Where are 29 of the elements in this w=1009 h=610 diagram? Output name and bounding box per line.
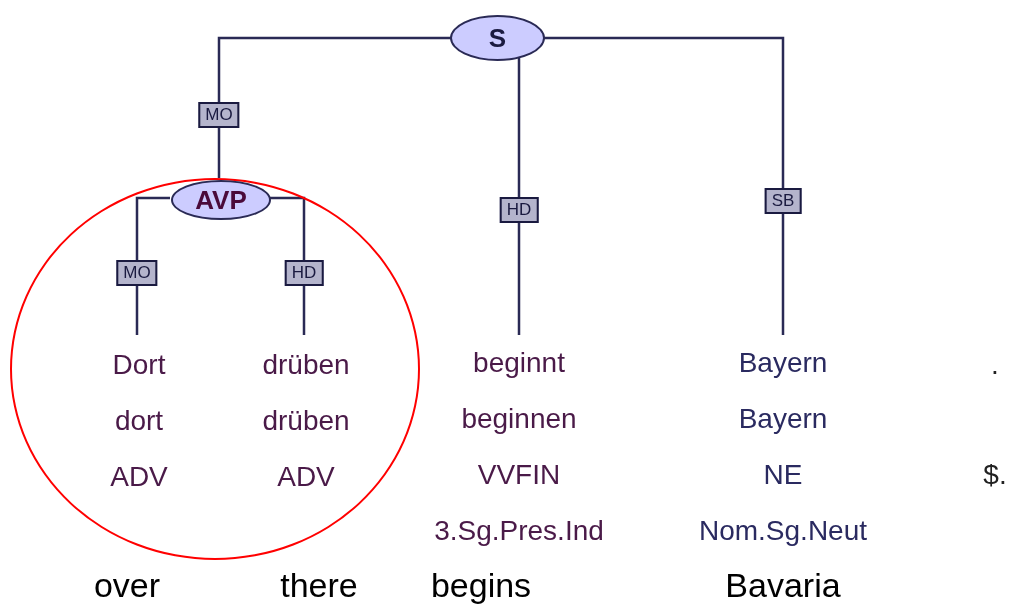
edge-label: HD xyxy=(284,260,324,287)
english-gloss: Bavaria xyxy=(725,568,841,602)
edge-label: MO xyxy=(198,102,240,128)
tree-branch xyxy=(544,36,785,335)
phrase-node-ellipse: S xyxy=(450,15,545,61)
tree-branch xyxy=(217,36,451,178)
token-annotation: ADV xyxy=(110,460,168,494)
edge-label: HD xyxy=(499,197,539,224)
english-gloss: begins xyxy=(430,568,532,602)
token-annotation: NE xyxy=(763,458,803,492)
token-annotation: ADV xyxy=(277,460,335,494)
punctuation-token: . xyxy=(991,351,999,379)
edge-label: MO xyxy=(116,260,158,287)
token-annotation: drüben xyxy=(262,404,350,438)
token-annotation: Bayern xyxy=(738,402,828,436)
token-annotation: dort xyxy=(114,404,164,438)
phrase-node-ellipse: AVP xyxy=(171,180,271,220)
token-annotation: drüben xyxy=(262,348,350,382)
token-annotation: VVFIN xyxy=(477,458,561,492)
punctuation-token: $. xyxy=(983,461,1007,489)
token-annotation: Nom.Sg.Neut xyxy=(698,514,868,548)
token-annotation: Bayern xyxy=(738,346,828,380)
english-gloss: there xyxy=(280,568,358,602)
english-gloss: over xyxy=(93,568,161,602)
token-annotation: beginnen xyxy=(461,402,577,436)
token-annotation: Dort xyxy=(112,348,166,382)
token-annotation: 3.Sg.Pres.Ind xyxy=(434,514,604,548)
edge-label: SB xyxy=(764,188,802,215)
token-annotation: beginnt xyxy=(473,346,565,380)
